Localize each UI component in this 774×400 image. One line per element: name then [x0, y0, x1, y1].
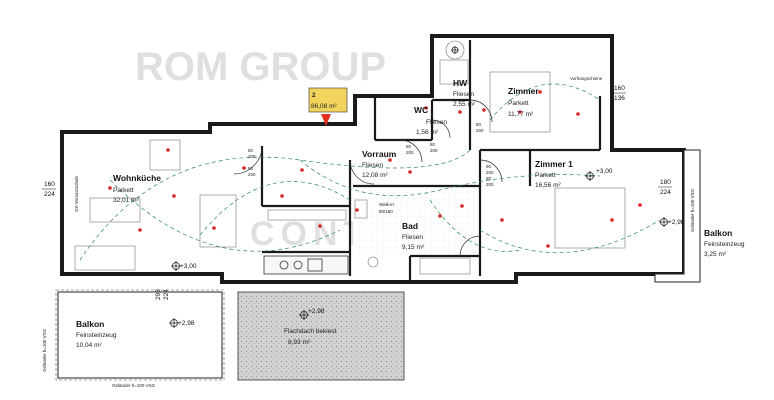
vorhang-note: Vorhangschiene — [570, 76, 603, 81]
unit-label: 2 86,08 m² — [308, 87, 348, 126]
dim-d7: 80 — [430, 142, 436, 147]
dim-d4b: 200 — [476, 128, 484, 133]
dim-d2: 90 — [248, 166, 254, 171]
level-flachdach: +2,98 — [308, 308, 325, 315]
wohnkueche-name: Wohnküche — [113, 173, 161, 183]
bad-area: 9,15 m² — [402, 244, 425, 251]
dim-d3: 80 — [406, 144, 412, 149]
unit-number: 2 — [312, 92, 316, 99]
flachdach-area — [237, 291, 405, 381]
balkon-right-floor: Feinsteinzeug — [704, 241, 745, 248]
unit-area: 86,08 m² — [311, 103, 337, 110]
dim-balcony-door-bottom: 224 — [163, 289, 170, 300]
room-balkon-left: Balkon Feinsteinzeug 10,04 m² — [76, 319, 117, 349]
balkon-right-name: Balkon — [704, 228, 732, 238]
gelaender-bottom: Geländer h=100 VSG — [112, 383, 156, 388]
dim-d3b: 200 — [406, 150, 414, 155]
dim-d7b: 200 — [430, 148, 438, 153]
zimmer1-floor: Parkett — [535, 172, 556, 179]
dim-d1: 80 — [248, 148, 254, 153]
zimmer-top-floor: Parkett — [508, 100, 529, 107]
dim-d6b: 200 — [486, 182, 494, 187]
room-zimmer1: Zimmer 1 Parkett 16,56 m² — [535, 159, 573, 189]
annotations: Geländer h=100 VSG Geländer h=100 VSG Ge… — [42, 76, 695, 388]
gelaender-left: Geländer h=100 VSG — [42, 328, 47, 372]
dim-d2b: 200 — [248, 172, 256, 177]
hw-name: HW — [453, 78, 468, 88]
circuit-lines — [79, 83, 661, 261]
flachdach-name: Flachdach bekiest — [284, 328, 337, 335]
dim-left-bottom: 224 — [44, 191, 55, 198]
level-balkon-right: +2,98 — [668, 219, 685, 226]
window-dimensions: 160 224 160 136 180 224 298 224 — [42, 85, 672, 300]
vorraum-floor: Fliesen — [362, 162, 383, 169]
balkon-left-area: 10,04 m² — [76, 342, 102, 349]
room-wc: WC Fliesen 1,56 m² — [414, 105, 447, 136]
zimmer-top-name: Zimmer — [508, 86, 539, 96]
balkon-left — [55, 289, 225, 381]
light-markers — [169, 46, 669, 328]
room-wohnkueche: Wohnküche Parkett 32,01 m² — [113, 173, 161, 204]
electrical-markers — [108, 90, 642, 248]
balkon-left-floor: Feinsteinzeug — [76, 332, 117, 339]
gelaender-right: Geländer h=100 VSG — [690, 188, 695, 232]
dim-z1-top: 180 — [660, 179, 671, 186]
level-markers: +3,00 +3,00 +2,98 +2,98 +2,98 — [178, 168, 685, 327]
dim-d5b: 200 — [486, 170, 494, 175]
furniture — [74, 40, 626, 275]
watermark-top: ROM GROUP — [135, 45, 386, 89]
vorraum-name: Vorraum — [362, 149, 397, 159]
wohnkueche-floor: Parkett — [113, 187, 134, 194]
wc-floor: Fliesen — [426, 119, 447, 126]
room-walkin: Walk-in 80/160 — [379, 202, 394, 214]
room-zimmer-top: Zimmer Parkett 11,77 m² — [508, 86, 539, 118]
wc-area: 1,56 m² — [416, 129, 439, 136]
room-hw: HW Fliesen 2,55 m² — [453, 78, 476, 108]
bad-floor: Fliesen — [402, 234, 423, 241]
dim-d6: 80 — [486, 176, 492, 181]
balkon-right — [654, 149, 701, 283]
room-flachdach: Flachdach bekiest 8,93 m² — [284, 328, 337, 346]
bad-floor — [353, 188, 481, 256]
dim-left-top: 160 — [44, 181, 55, 188]
walkin-name: Walk-in — [379, 202, 394, 207]
zimmer-top-area: 11,77 m² — [508, 111, 534, 118]
dim-z1-bottom: 224 — [660, 189, 671, 196]
doors — [233, 99, 503, 257]
room-bad: Bad Fliesen 9,15 m² — [402, 221, 425, 251]
hw-floor: Fliesen — [453, 91, 474, 98]
bad-name: Bad — [402, 221, 418, 231]
balkon-right-area: 3,25 m² — [704, 251, 727, 258]
room-vorraum: Vorraum Fliesen 12,08 m² — [362, 149, 397, 179]
level-balkon-left: +2,98 — [178, 320, 195, 327]
kitchen-counter — [263, 255, 349, 275]
hw-area: 2,55 m² — [453, 101, 476, 108]
level-zimmer1: +3,00 — [596, 168, 613, 175]
interior-walls — [260, 40, 602, 282]
dim-d5: 90 — [486, 164, 492, 169]
door-dimensions: 80 200 90 200 80 200 80 200 90 200 80 20… — [248, 122, 494, 187]
dim-d1b: 200 — [248, 154, 256, 159]
level-wohn: +3,00 — [180, 263, 197, 270]
wc-name: WC — [414, 105, 428, 115]
walkin-size: 80/160 — [379, 209, 393, 214]
dim-right-bottom: 136 — [614, 95, 625, 102]
dim-d4: 80 — [476, 122, 482, 127]
dim-right-top: 160 — [614, 85, 625, 92]
room-balkon-right: Balkon Feinsteinzeug 3,25 m² — [704, 228, 745, 258]
exterior-walls — [60, 34, 686, 284]
zimmer1-name: Zimmer 1 — [535, 159, 573, 169]
balkon-left-name: Balkon — [76, 319, 104, 329]
flachdach-area: 8,93 m² — [288, 339, 311, 346]
dim-balcony-door-top: 298 — [155, 289, 162, 300]
wohnkueche-area: 32,01 m² — [113, 197, 139, 204]
vorraum-area: 12,08 m² — [362, 172, 388, 179]
gk-note: GK-Vorsatzschale — [74, 175, 79, 212]
zimmer1-area: 16,56 m² — [535, 182, 561, 189]
